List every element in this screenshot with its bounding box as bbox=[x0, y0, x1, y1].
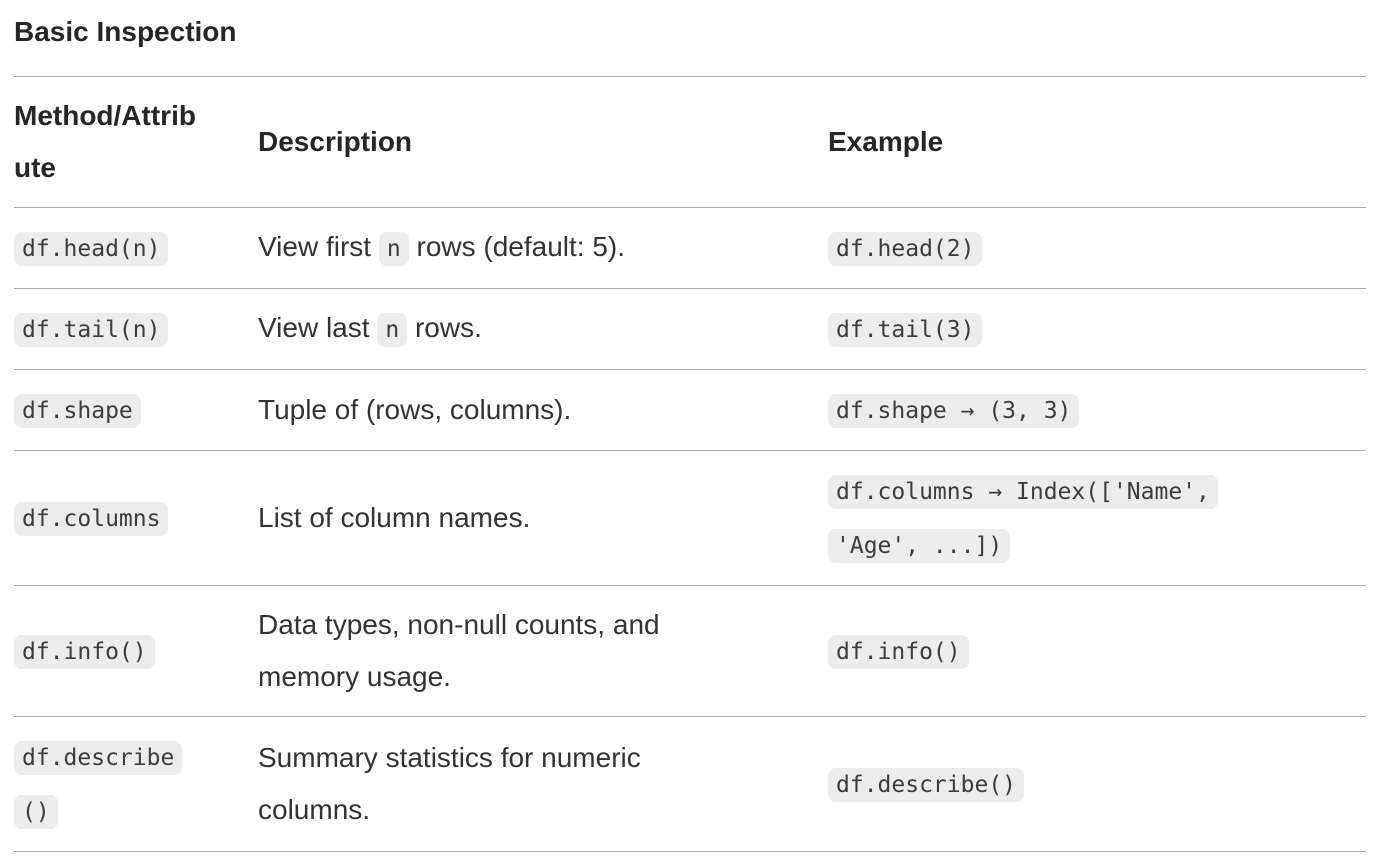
table-row: df.columns List of column names.df.column… bbox=[14, 450, 1366, 586]
inline-code: df.head(2) bbox=[828, 232, 983, 266]
column-header-method-attribute: Method/Attribute bbox=[14, 76, 258, 208]
inline-code: n bbox=[377, 313, 408, 347]
table-row: df.shape Tuple of (rows, columns).df.shap… bbox=[14, 369, 1366, 451]
method-cell: df.info() bbox=[14, 585, 258, 717]
method-cell: df.tail(n) bbox=[14, 288, 258, 370]
example-cell: df.columns → Index(['Name', 'Age', ...]) bbox=[828, 450, 1366, 586]
inline-code: df.columns → Index(['Name', 'Age', ...]) bbox=[828, 475, 1218, 563]
inline-code: df.columns bbox=[14, 502, 169, 536]
example-cell: df.tail(3) bbox=[828, 288, 1366, 370]
description-cell: View last n rows. bbox=[258, 288, 828, 370]
method-cell: df.describe() bbox=[14, 716, 258, 852]
inline-code: df.info() bbox=[828, 635, 969, 669]
column-header-example: Example bbox=[828, 76, 1366, 208]
example-cell: df.head(2) bbox=[828, 207, 1366, 289]
inline-code: df.describe() bbox=[828, 768, 1025, 802]
inline-code: df.tail(n) bbox=[14, 313, 169, 347]
description-cell: Tuple of (rows, columns). bbox=[258, 369, 828, 451]
method-cell: df.columns bbox=[14, 450, 258, 586]
table-row: df.info()Data types, non-null counts, an… bbox=[14, 585, 1366, 717]
example-cell: df.info() bbox=[828, 585, 1366, 717]
description-cell: Data types, non-null counts, and memory … bbox=[258, 585, 828, 717]
table-row: df.describe()Summary statistics for nume… bbox=[14, 716, 1366, 852]
description-cell: List of column names. bbox=[258, 450, 828, 586]
inline-code: df.shape bbox=[14, 394, 141, 428]
table-row: df.tail(n) View last n rows.df.tail(3) bbox=[14, 288, 1366, 370]
inspection-table: Method/Attribute Description Example df.… bbox=[14, 76, 1366, 852]
inline-code: df.info() bbox=[14, 635, 155, 669]
inline-code: df.tail(3) bbox=[828, 313, 983, 347]
description-cell: View first n rows (default: 5). bbox=[258, 207, 828, 289]
column-header-description: Description bbox=[258, 76, 828, 208]
method-cell: df.shape bbox=[14, 369, 258, 451]
description-cell: Summary statistics for numeric columns. bbox=[258, 716, 828, 852]
inline-code: df.shape → (3, 3) bbox=[828, 394, 1080, 428]
inline-code: df.describe() bbox=[14, 741, 183, 829]
method-cell: df.head(n) bbox=[14, 207, 258, 289]
section-title: Basic Inspection bbox=[14, 16, 237, 47]
table-body: df.head(n) View first n rows (default: 5)… bbox=[14, 207, 1366, 852]
table-row: df.head(n) View first n rows (default: 5)… bbox=[14, 207, 1366, 289]
example-cell: df.describe() bbox=[828, 716, 1366, 852]
header-row: Method/Attribute Description Example bbox=[14, 76, 1366, 208]
inline-code: df.head(n) bbox=[14, 232, 169, 266]
example-cell: df.shape → (3, 3) bbox=[828, 369, 1366, 451]
inline-code: n bbox=[378, 232, 409, 266]
